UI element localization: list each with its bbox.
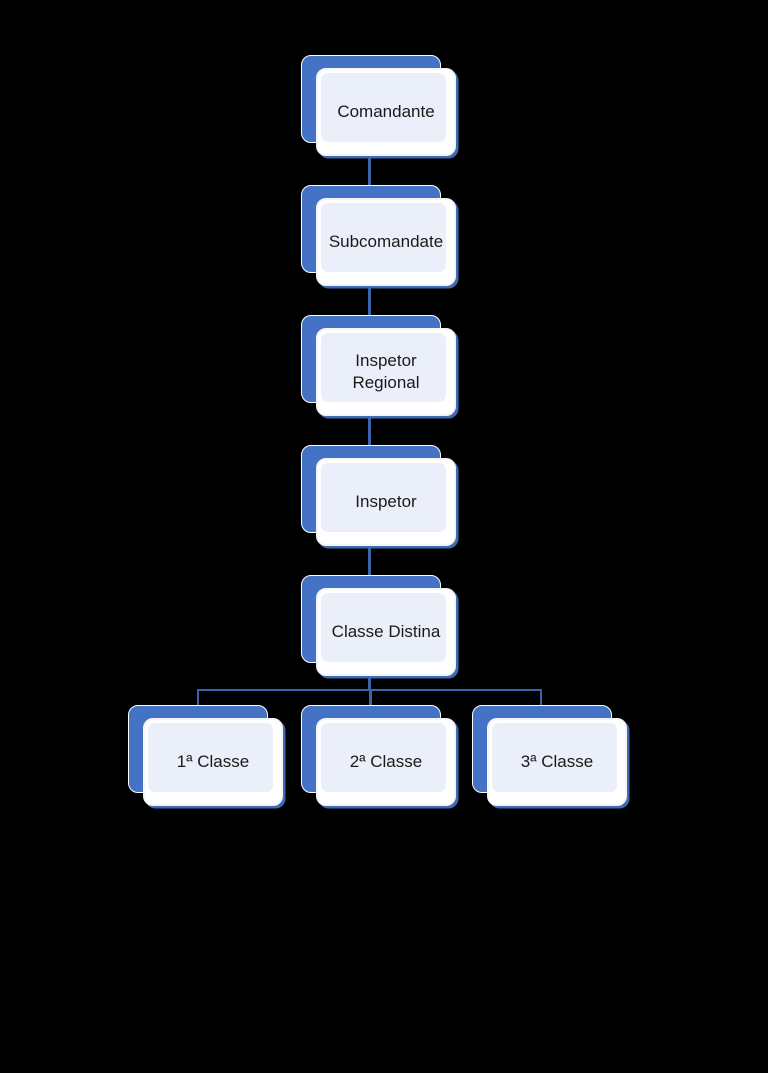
node-label: 1ª Classe — [176, 751, 250, 771]
node-card: 2ª Classe — [316, 718, 456, 806]
node-label: Inspetor Regional — [352, 350, 420, 392]
connector-drop-classe-1 — [197, 689, 199, 706]
node-card: 3ª Classe — [487, 718, 627, 806]
node-card: Comandante — [316, 68, 456, 156]
connector-drop-classe-3 — [540, 689, 542, 706]
node-label: Subcomandate — [328, 231, 444, 251]
node-panel — [321, 73, 446, 142]
node-panel — [148, 723, 273, 792]
node-card: Classe Distina — [316, 588, 456, 676]
node-card: 1ª Classe — [143, 718, 283, 806]
node-panel — [321, 333, 446, 402]
node-card: Inspetor — [316, 458, 456, 546]
node-label: 2ª Classe — [349, 751, 423, 771]
node-card: Inspetor Regional — [316, 328, 456, 416]
org-node-classe-distina: Classe Distina — [301, 575, 456, 676]
node-label: Classe Distina — [331, 621, 441, 641]
node-label: 3ª Classe — [520, 751, 594, 771]
org-node-comandante: Comandante — [301, 55, 456, 156]
node-panel — [492, 723, 617, 792]
node-card: Subcomandate — [316, 198, 456, 286]
org-node-classe-3: 3ª Classe — [472, 705, 627, 806]
org-node-inspetor: Inspetor — [301, 445, 456, 546]
org-node-classe-1: 1ª Classe — [128, 705, 283, 806]
node-panel — [321, 203, 446, 272]
org-node-inspetor-regional: Inspetor Regional — [301, 315, 456, 416]
node-panel — [321, 723, 446, 792]
node-label: Inspetor — [355, 491, 417, 511]
org-node-classe-2: 2ª Classe — [301, 705, 456, 806]
node-panel — [321, 593, 446, 662]
org-node-subcomandate: Subcomandate — [301, 185, 456, 286]
node-panel — [321, 463, 446, 532]
connector-drop-classe-2 — [369, 689, 372, 706]
node-label: Comandante — [337, 101, 435, 121]
